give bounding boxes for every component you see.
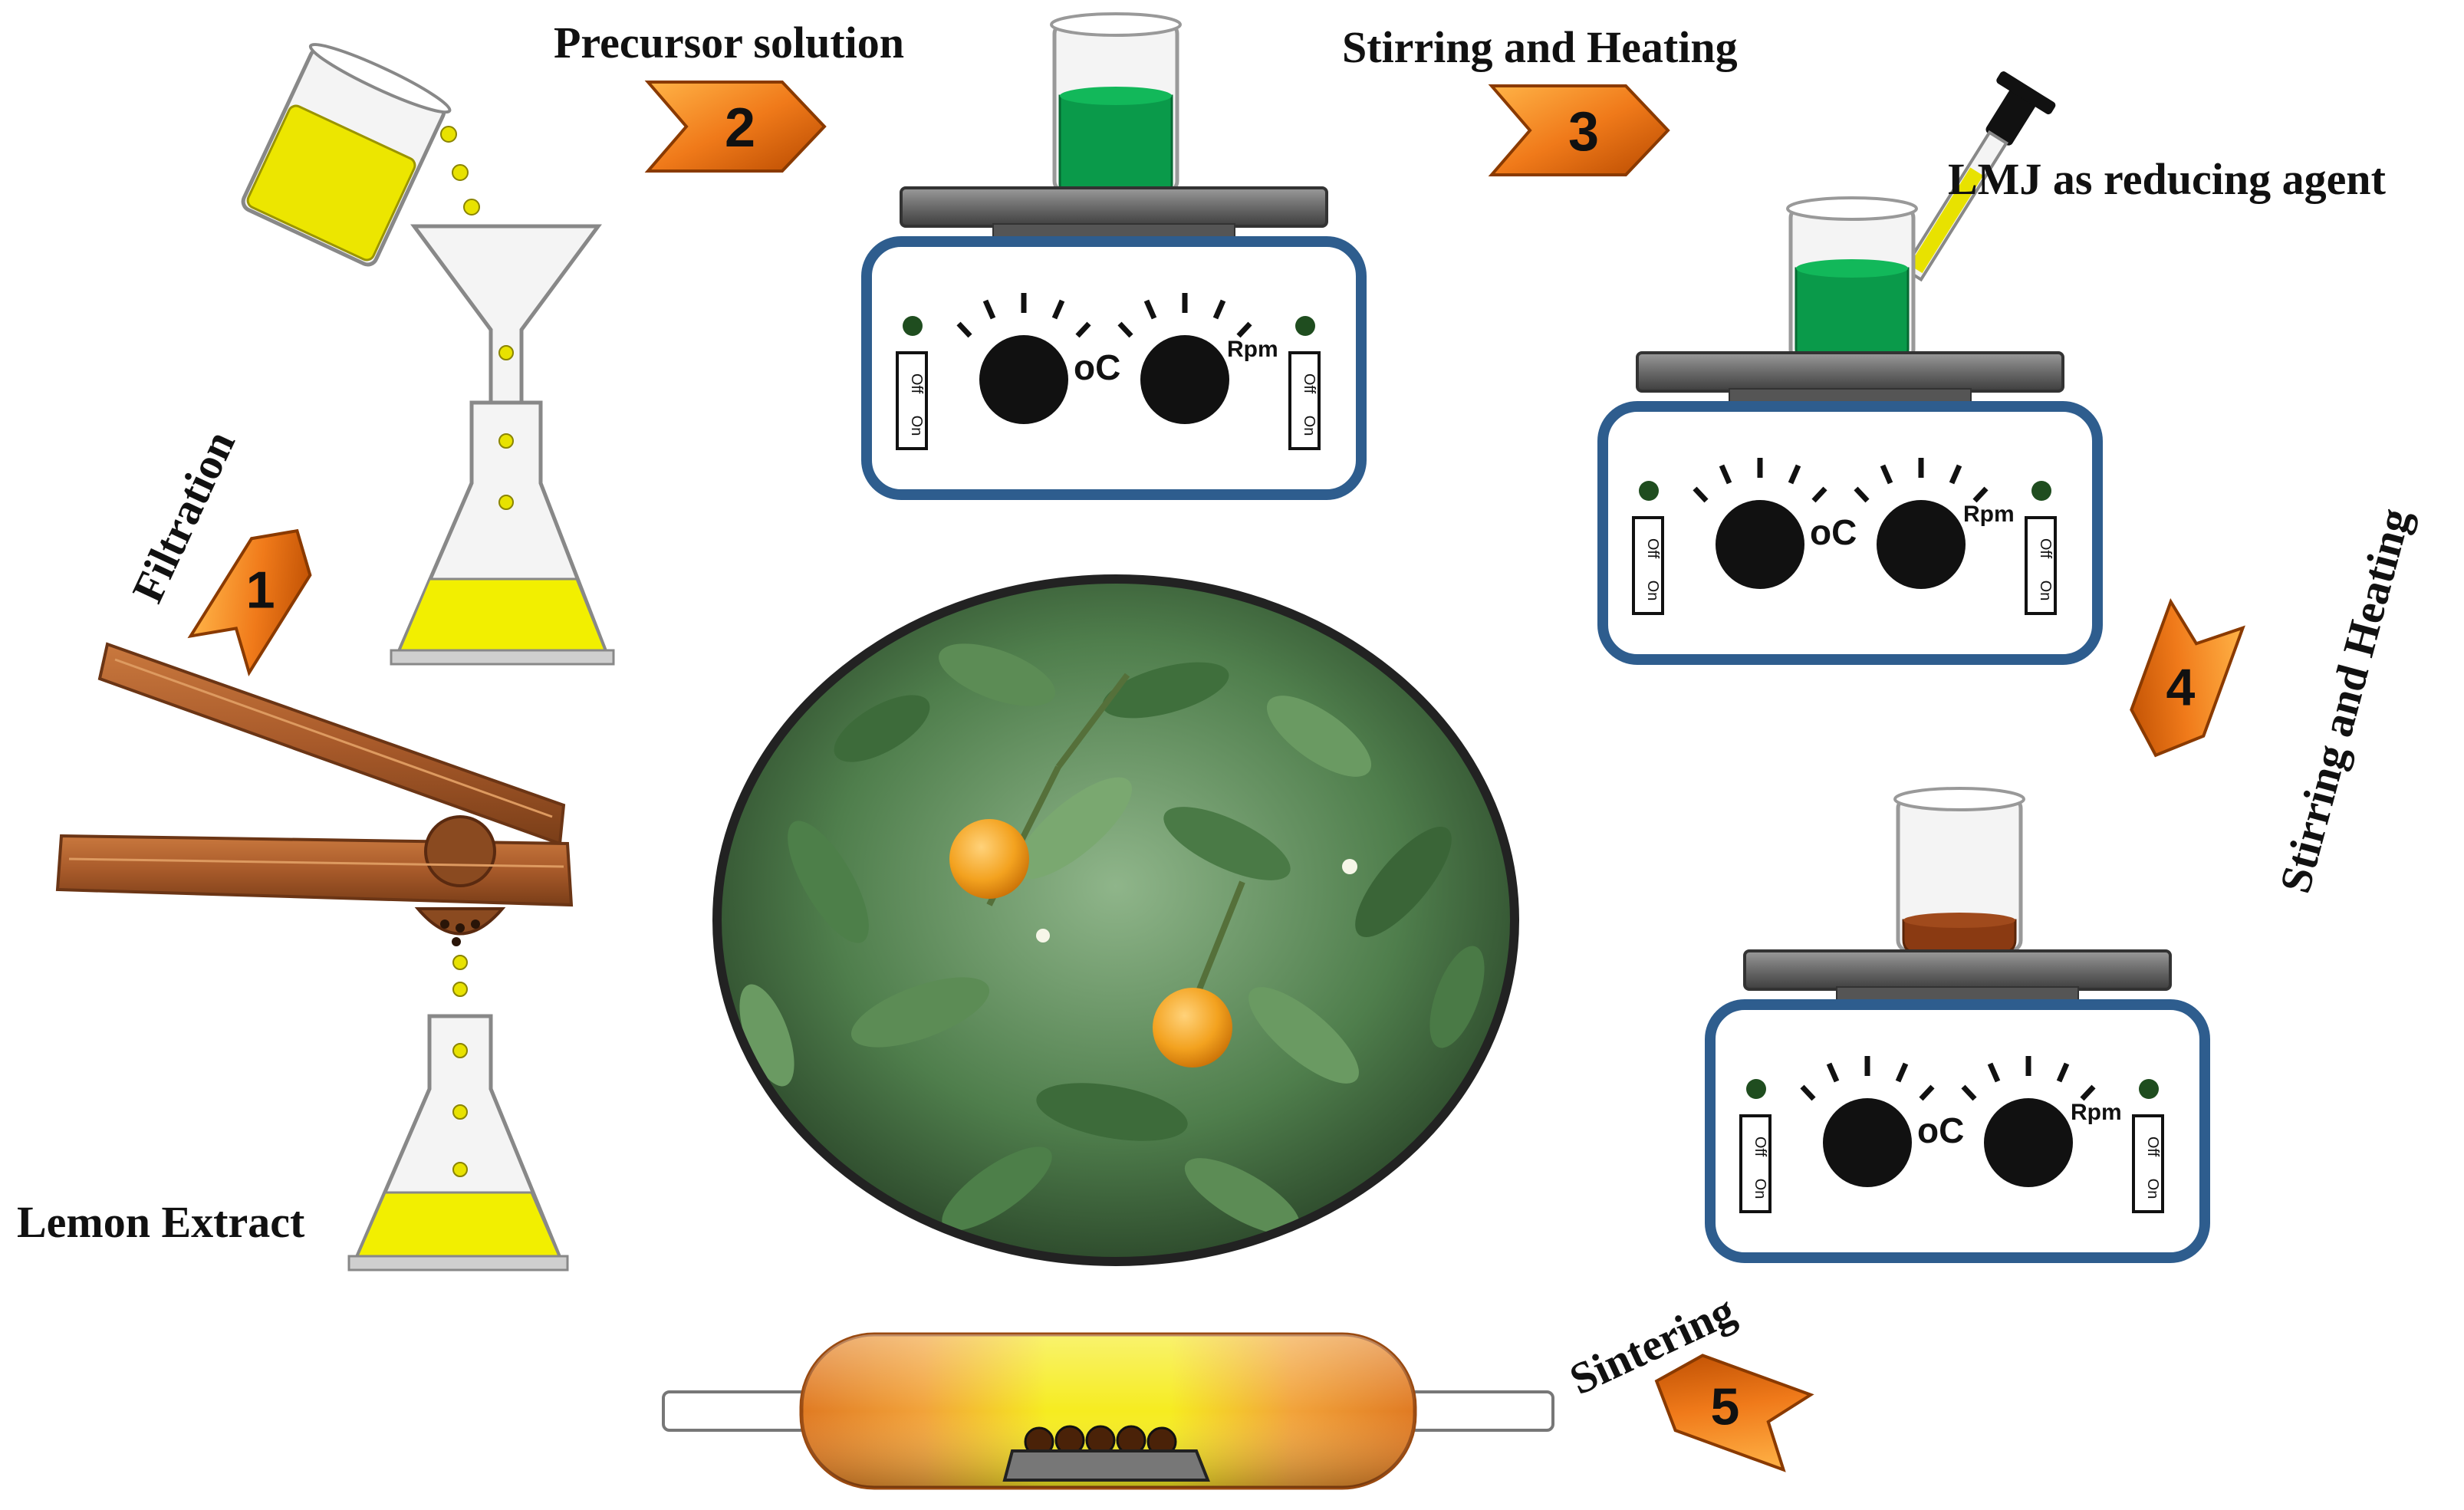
switch-label-off: Off [1752,1137,1768,1157]
step-number-4: 4 [2166,659,2196,717]
temperature-unit: oC [1074,347,1120,387]
switch-label-off: Off [1644,538,1661,559]
beaker-reaction-green [1786,196,1918,363]
switch-label-on: On [908,416,925,436]
speed-unit: Rpm [1963,502,2015,527]
step-number-3: 3 [1568,101,1599,163]
pouring-beaker [241,42,480,267]
label-lemon-extract: Lemon Extract [17,1197,305,1247]
switch-label-off: Off [1301,373,1318,394]
speed-unit: Rpm [2071,1100,2122,1125]
lemon-extract-flask [347,1014,569,1271]
step-arrow-5: 5 [1654,1354,1814,1472]
step-number-2: 2 [725,97,755,159]
extract-drops [452,955,468,997]
lemon-press [55,642,574,946]
sample-boat [1002,1425,1210,1482]
tube-furnace [662,1332,1554,1490]
pipette [1896,71,2056,296]
step-arrow-4: 4 [2130,597,2245,758]
switch-label-on: On [1301,416,1318,436]
label-stirring-heating-1: Stirring and Heating [1342,22,1738,72]
hotplate-1: Off On Off On oC Rpm [861,12,1367,500]
temperature-unit: oC [1917,1110,1964,1150]
switch-label-off: Off [2144,1137,2161,1157]
hotplate-2: Off On Off On oC Rpm [1597,71,2103,665]
beaker-product-brown [1893,787,2025,954]
speed-unit: Rpm [1227,337,1278,362]
switch-label-off: Off [2037,538,2054,559]
step-arrow-3: 3 [1488,84,1670,176]
temperature-knob: oC [1693,458,1857,589]
label-lmj-reducing-agent: LMJ as reducing agent [1948,154,2386,204]
switch-label-on: On [2144,1179,2161,1199]
step-arrow-1: 1 [187,528,312,676]
filter-funnel [410,224,602,409]
temperature-knob: oC [1800,1056,1964,1187]
step-number-5: 5 [1710,1377,1739,1436]
temperature-knob: oC [956,293,1120,424]
beaker-precursor-green [1050,12,1182,197]
switch-label-off: Off [908,373,925,394]
step-number-1: 1 [246,561,275,619]
switch-label-on: On [1644,581,1661,601]
switch-label-on: On [1752,1179,1768,1199]
switch-label-on: On [2037,581,2054,601]
speed-knob: Rpm [1961,1056,2122,1187]
step-arrow-2: 2 [644,81,827,173]
filtrate-flask [390,400,615,666]
temperature-unit: oC [1810,512,1857,552]
label-precursor-solution: Precursor solution [554,18,905,67]
speed-knob: Rpm [1117,293,1278,424]
lemon-plant-photo [712,574,1519,1266]
speed-knob: Rpm [1854,458,2015,589]
hotplate-3: Off On Off On oC Rpm [1705,787,2210,1263]
